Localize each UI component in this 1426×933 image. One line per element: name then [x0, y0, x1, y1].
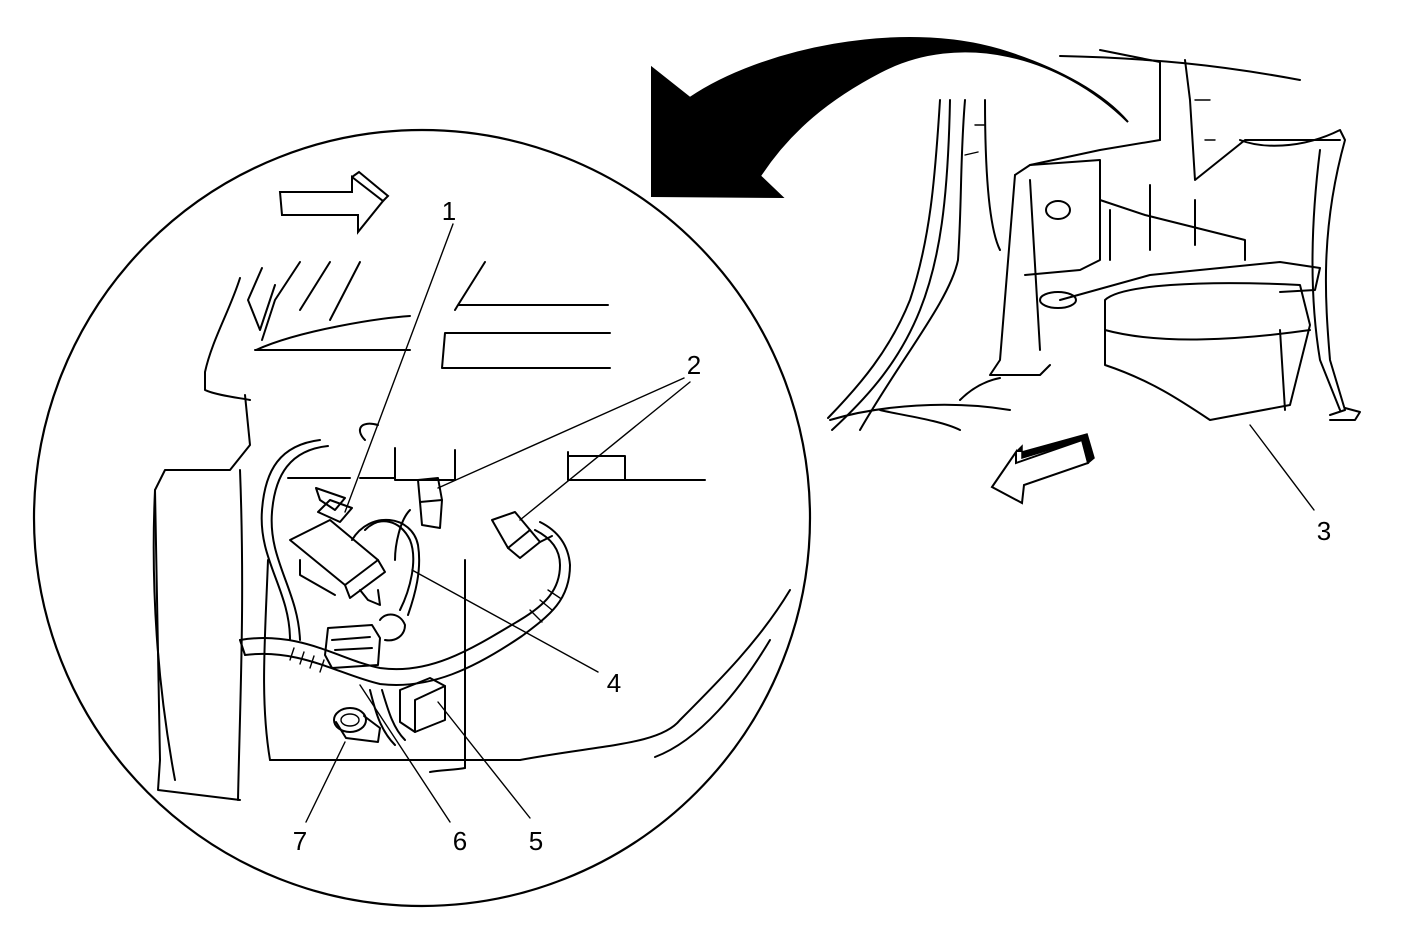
- callout-7: 7: [293, 826, 307, 856]
- callout-6: 6: [453, 826, 467, 856]
- wiring-harness: [239, 439, 571, 746]
- callout-3: 3: [1317, 516, 1331, 546]
- detail-view-circle: [32, 128, 812, 908]
- module-component: [289, 487, 386, 606]
- callout-4: 4: [607, 668, 621, 698]
- callout-2: 2: [687, 350, 701, 380]
- relay-component: [324, 613, 406, 669]
- rear-arrow-icon: [990, 433, 1095, 505]
- quarter-panel-interior: [152, 261, 791, 801]
- power-outlet-component: [333, 707, 381, 743]
- box-component: [399, 677, 446, 733]
- callout-5: 5: [529, 826, 543, 856]
- leader-lines: [305, 223, 1315, 823]
- connector-component: [417, 477, 553, 559]
- vehicle-quarter-view: [827, 49, 1361, 431]
- callout-1: 1: [442, 196, 456, 226]
- forward-arrow-icon: [278, 170, 390, 235]
- curved-arrow-icon: [651, 37, 1129, 199]
